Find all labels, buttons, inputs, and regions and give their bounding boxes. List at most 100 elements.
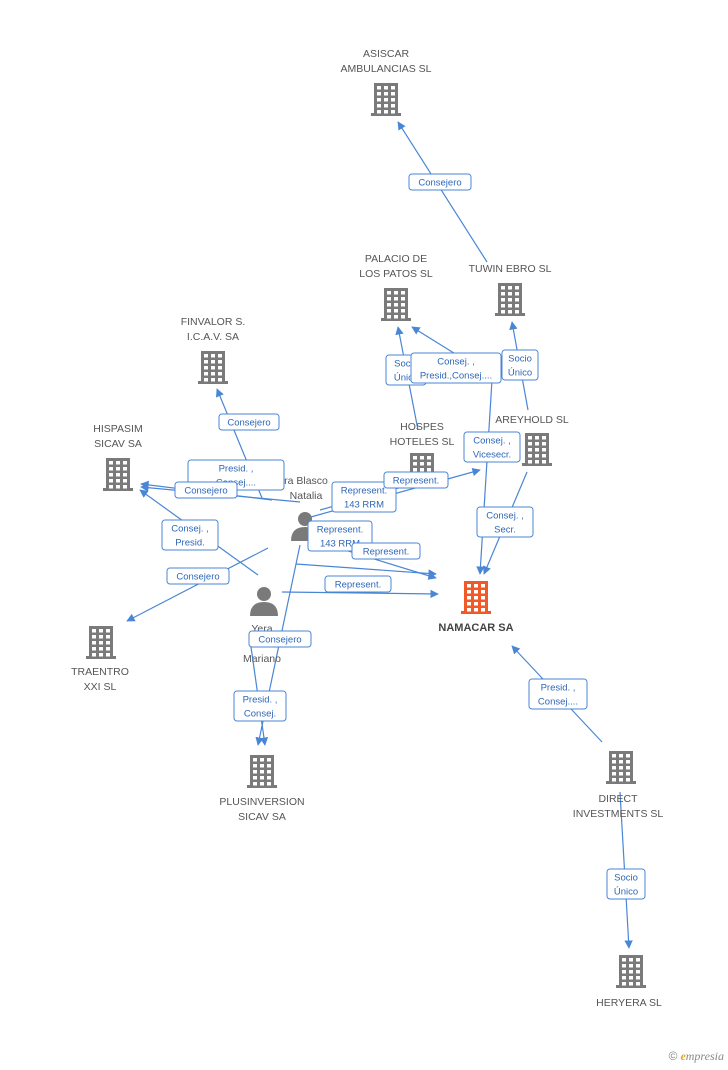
edge-label-tuwin-to-namacar[interactable]: Consej. ,Vicesecr. [463, 431, 521, 463]
edge-label-text: Presid. , [243, 695, 278, 706]
edge-label-text: Consej. , [486, 511, 524, 522]
brand-initial: e [680, 1049, 686, 1063]
edge-label-box [248, 630, 312, 648]
edge-label-text: Consejero [418, 178, 461, 189]
building-icon [606, 751, 636, 784]
node-label: SICAV SA [238, 811, 286, 823]
edge-label-box [218, 413, 280, 431]
edge-label-text: Socio [614, 873, 638, 884]
edge-label-box [161, 519, 219, 551]
node-label: I.C.A.V. SA [187, 331, 239, 343]
edge-label-text: Consej. , [473, 436, 511, 447]
node-heryera[interactable]: HERYERA SL [596, 955, 662, 1009]
node-label: ra Blasco [284, 475, 328, 487]
edge-label-text: Consejero [258, 635, 301, 646]
edge-label-natalia-to-finvalor[interactable]: Consejero [218, 413, 280, 431]
edge-label-direct-to-namacar[interactable]: Presid. , Consej.... [528, 678, 588, 710]
node-finvalor[interactable]: FINVALOR S. I.C.A.V. SA [181, 316, 246, 384]
node-hispasim[interactable]: HISPASIM SICAV SA [93, 423, 143, 491]
node-areyhold[interactable]: AREYHOLD SL [495, 414, 569, 466]
node-tuwin[interactable]: TUWIN EBRO SL [469, 263, 552, 316]
node-label: FINVALOR S. [181, 316, 246, 328]
edge-label-box [324, 575, 392, 593]
edge-label-box [501, 349, 539, 381]
brand-name: mpresia [685, 1049, 724, 1063]
edge-label-text: Represent. [335, 580, 381, 591]
edge-label-text: Socio [394, 359, 418, 370]
edge-label-mariano-to-hospes[interactable]: Represent. [383, 471, 449, 489]
person-icon [250, 587, 278, 616]
edge-label-areyhold-to-namacar[interactable]: Consej. , Secr. [476, 506, 534, 538]
node-label: TRAENTRO [71, 666, 129, 678]
node-label: XXI SL [84, 681, 117, 693]
edge-tuwin-to-asiscar [397, 121, 488, 263]
edge-label-text: Socio [508, 354, 532, 365]
edge-label-natalia-to-hospes[interactable]: Represent. 143 RRM [331, 481, 397, 513]
building-icon [247, 755, 277, 788]
node-label: AMBULANCIAS SL [340, 63, 431, 75]
edge-label-text: Presid. , [541, 683, 576, 694]
node-label: HERYERA SL [596, 997, 662, 1009]
edge-tuwin-to-namacar [476, 379, 493, 575]
edge-label-text: Único [394, 373, 418, 384]
copyright-symbol: © [668, 1049, 678, 1063]
node-label: HISPASIM [93, 423, 142, 435]
edge-label-tuwin-to-asiscar[interactable]: Consejero [408, 173, 472, 191]
building-icon [616, 955, 646, 988]
edge-label-box [331, 481, 397, 513]
edge-label-text: Presid. [175, 538, 205, 549]
edge-label-text: 143 RRM [344, 500, 384, 511]
edge-label-mariano-to-plusinversion[interactable]: Presid. ,Consej. [233, 690, 287, 722]
building-icon [371, 83, 401, 116]
edge-label-mariano-to-hispasim[interactable]: Consej. ,Presid. [161, 519, 219, 551]
edge-label-text: Presid.,Consej.... [420, 371, 492, 382]
edge-label-box [476, 506, 534, 538]
edge-label-box [174, 481, 238, 499]
edge-label-natalia-to-namacar[interactable]: Represent. [351, 542, 421, 560]
edge-label-text: Consejero [176, 572, 219, 583]
edge-label-mariano-to-namacar[interactable]: Represent. [324, 575, 392, 593]
node-namacar[interactable]: NAMACAR SA [438, 581, 514, 634]
edge-label-box [528, 678, 588, 710]
empresia-watermark: © empresia [669, 1049, 724, 1064]
node-label: Mariano [243, 653, 281, 665]
node-label: LOS PATOS SL [359, 268, 433, 280]
edge-label-box [463, 431, 521, 463]
edge-label-text: Consej. , [437, 357, 475, 368]
node-label: SICAV SA [94, 438, 142, 450]
edge-label-text: Consejero [227, 418, 270, 429]
edge-label-box [410, 352, 502, 384]
node-mariano[interactable]: YeraMMariano [243, 587, 281, 665]
main-company-building-icon [461, 581, 491, 614]
node-label: HOSPES [400, 421, 444, 433]
edge-label-text: 143 RRM [320, 539, 360, 550]
edge-label-text: Represent. [393, 476, 439, 487]
edge-label-text: Presid. , [219, 464, 254, 475]
node-traentro[interactable]: TRAENTRO XXI SL [71, 626, 129, 693]
edge-label-text: Consej.... [538, 697, 578, 708]
edge-label-hospes-to-palacio[interactable]: Consej. , Presid.,Consej.... [410, 352, 502, 384]
building-icon [86, 626, 116, 659]
edge-label-natalia-to-hispasim[interactable]: Consejero [174, 481, 238, 499]
edge-natalia-to-namacar [295, 563, 437, 578]
edge-label-text: Represent. [341, 486, 387, 497]
building-icon [495, 283, 525, 316]
node-label: NAMACAR SA [438, 622, 513, 634]
edge-label-natalia-to-plusinversion[interactable]: Consejero [248, 630, 312, 648]
edge-label-box [606, 868, 646, 900]
edge-label-text: Único [508, 368, 532, 379]
edge-label-text: Secr. [494, 525, 516, 536]
edge-label-mariano-to-traentro[interactable]: Consejero [166, 567, 230, 585]
edge-label-box [408, 173, 472, 191]
edge-label-box [166, 567, 230, 585]
building-icon [522, 433, 552, 466]
edge-label-text: Represent. [363, 547, 409, 558]
